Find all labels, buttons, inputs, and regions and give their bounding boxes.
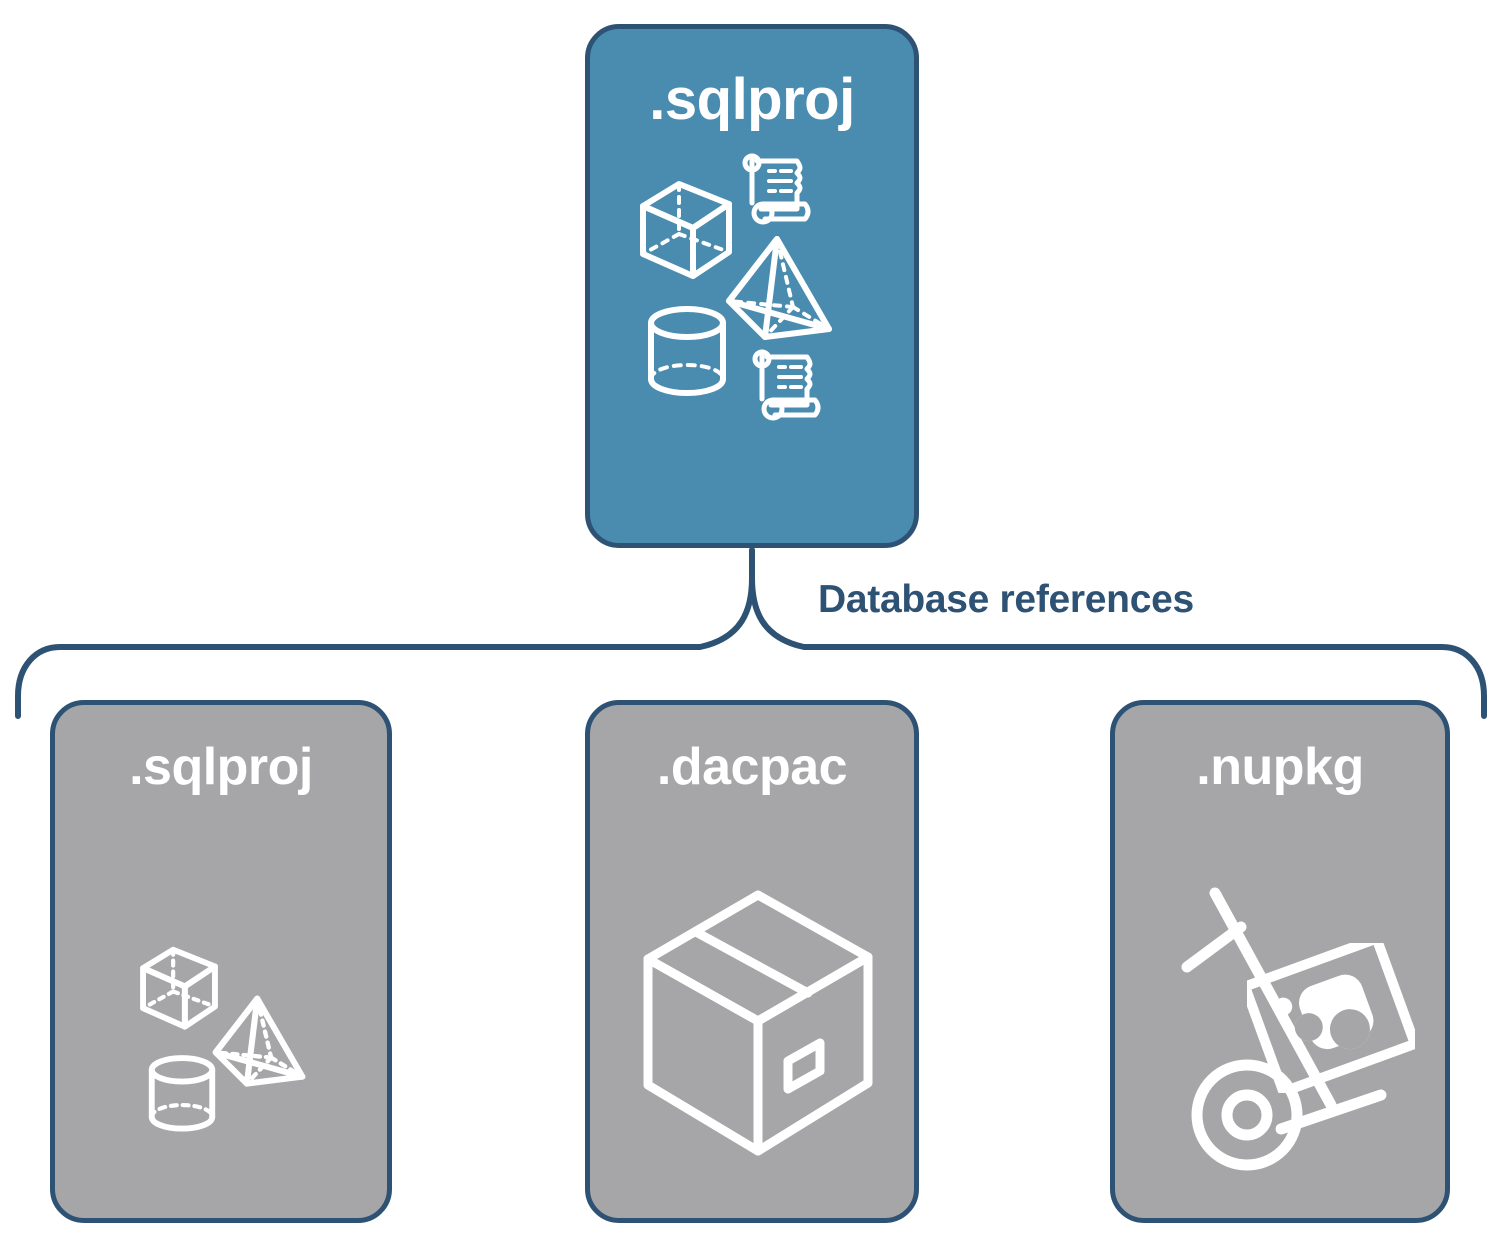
card-root-title: .sqlproj: [649, 67, 855, 132]
cube-icon: [640, 181, 732, 279]
database-references-brace: [15, 548, 1487, 719]
root-icon-group: [627, 151, 877, 441]
package-box-icon: [643, 890, 873, 1156]
hand-truck-icon: [1181, 887, 1387, 1171]
scroll-icon: [752, 349, 821, 421]
nuget-package-icon: [1247, 943, 1415, 1093]
scroll-icon: [742, 153, 811, 225]
connector-label: Database references: [818, 578, 1194, 621]
cube-icon: [140, 946, 218, 1030]
sqlproj-icon-group: [55, 793, 387, 1218]
card-ref-dacpac[interactable]: .dacpac: [585, 700, 919, 1223]
card-root-sqlproj[interactable]: .sqlproj: [585, 24, 919, 548]
pyramid-icon: [212, 995, 306, 1087]
card-ref-nupkg[interactable]: .nupkg: [1110, 700, 1450, 1223]
cylinder-icon: [148, 1055, 216, 1132]
nupkg-icon-group: [1115, 793, 1445, 1218]
card-ref-sqlproj[interactable]: .sqlproj: [50, 700, 392, 1223]
card-ref-dacpac-title: .dacpac: [656, 738, 848, 796]
card-ref-sqlproj-title: .sqlproj: [129, 738, 313, 796]
dacpac-icon-group: [590, 793, 914, 1218]
cylinder-icon: [648, 306, 726, 396]
card-ref-nupkg-title: .nupkg: [1196, 738, 1364, 796]
pyramid-icon: [726, 236, 832, 340]
